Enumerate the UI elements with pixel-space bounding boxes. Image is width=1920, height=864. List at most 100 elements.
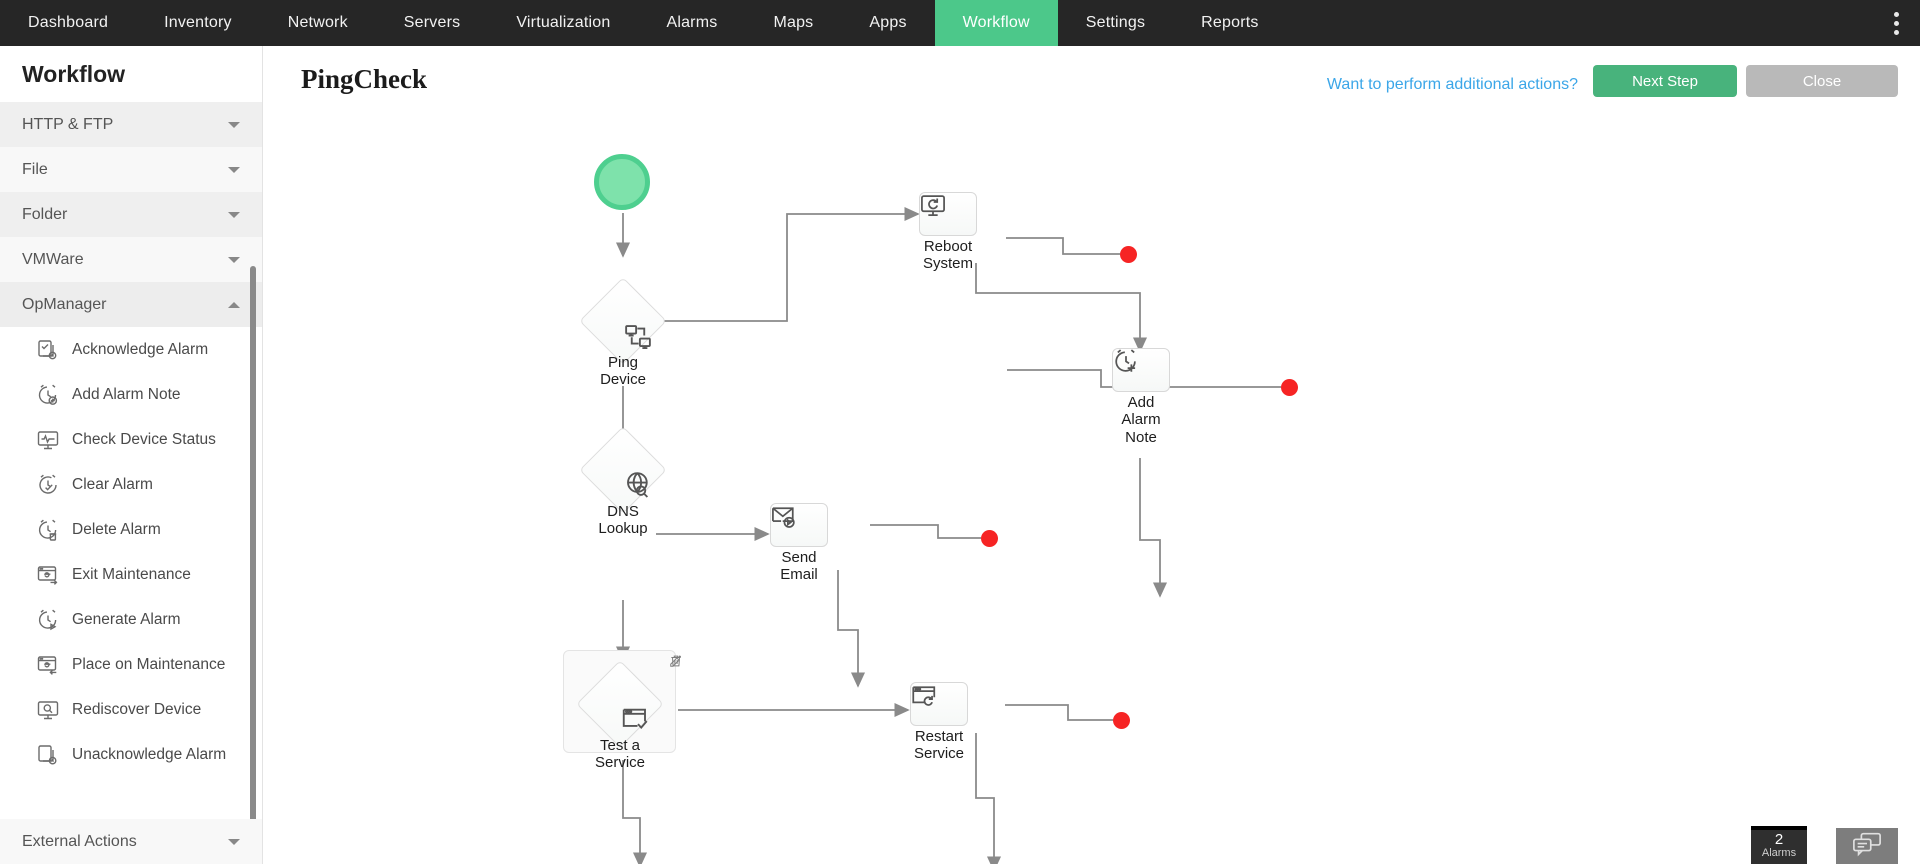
sidebar-item-acknowledge-alarm[interactable]: Acknowledge Alarm: [0, 327, 262, 372]
acknowledge-alarm-icon: [36, 338, 60, 362]
nav-item-network[interactable]: Network: [287, 14, 348, 31]
page-header: PingCheck Want to perform additional act…: [263, 46, 1920, 108]
chevron-up-icon: [228, 301, 240, 308]
sidebar-item-place-on-maintenance[interactable]: Place on Maintenance: [0, 642, 262, 687]
place-on-maintenance-icon: [36, 653, 60, 677]
sidebar-item-label: Unacknowledge Alarm: [72, 745, 227, 763]
sidebar-item-clear-alarm[interactable]: Clear Alarm: [0, 462, 262, 507]
workflow-start-node[interactable]: [594, 154, 650, 210]
additional-actions-link[interactable]: Want to perform additional actions?: [1326, 76, 1578, 93]
sidebar-scrollbar-thumb[interactable]: [250, 266, 256, 864]
sidebar-item-label: Generate Alarm: [72, 610, 181, 628]
sidebar-item-label: Rediscover Device: [72, 700, 202, 718]
sidebar-title: Workflow: [22, 60, 126, 87]
node-label: Ping Device: [600, 354, 646, 389]
alarm-count: 2: [1774, 831, 1784, 848]
dns-lookup-shape[interactable]: [579, 426, 667, 514]
alarm-label: Alarms: [1761, 847, 1797, 859]
start-circle-icon[interactable]: [594, 154, 650, 210]
nav-item-maps[interactable]: Maps: [773, 14, 814, 31]
page-title: PingCheck: [301, 64, 428, 94]
sidebar-item-check-device-status[interactable]: Check Device Status: [0, 417, 262, 462]
chevron-down-icon: [228, 166, 240, 173]
sidebar-bottom-section: External Actions: [0, 819, 262, 864]
workflow-end-dot[interactable]: [1281, 379, 1298, 396]
node-label: Test a Service: [594, 737, 646, 772]
workflow-end-dot[interactable]: [1120, 246, 1137, 263]
generate-alarm-icon: [36, 608, 60, 632]
node-label: Restart Service: [913, 728, 965, 763]
workflow-node-ping-device[interactable]: Ping Device: [579, 277, 667, 388]
workflow-node-reboot-system[interactable]: Reboot System: [919, 192, 977, 272]
node-label: Send Email: [780, 549, 818, 584]
workflow-node-send-email[interactable]: Send Email: [770, 503, 828, 583]
next-step-button[interactable]: Next Step: [1593, 65, 1737, 97]
check-device-status-icon: [36, 428, 60, 452]
delete-node-icon[interactable]: [669, 654, 683, 668]
sidebar-group-folder[interactable]: Folder: [0, 192, 262, 237]
sidebar-item-label: Acknowledge Alarm: [72, 340, 209, 358]
sidebar-group-label: Folder: [22, 205, 68, 223]
chat-icon: [1852, 831, 1882, 862]
add-alarm-note-icon: [36, 383, 60, 407]
nav-item-apps[interactable]: Apps: [869, 14, 907, 31]
sidebar-item-label: Delete Alarm: [72, 520, 161, 538]
nav-item-reports[interactable]: Reports: [1201, 14, 1259, 31]
sidebar-item-generate-alarm[interactable]: Generate Alarm: [0, 597, 262, 642]
node-label: Add Alarm Note: [1121, 394, 1161, 446]
exit-maintenance-icon: [36, 563, 60, 587]
reboot-system-shape[interactable]: [919, 192, 977, 236]
sidebar-item-add-alarm-note[interactable]: Add Alarm Note: [0, 372, 262, 417]
add-alarm-note-shape[interactable]: [1112, 348, 1170, 392]
ping-device-shape[interactable]: [579, 277, 667, 365]
main-content: PingCheck Want to perform additional act…: [263, 46, 1920, 864]
clear-alarm-icon: [36, 473, 60, 497]
nav-item-servers[interactable]: Servers: [403, 14, 461, 31]
nav-item-settings[interactable]: Settings: [1085, 14, 1146, 31]
vertical-dots-icon[interactable]: [1872, 0, 1920, 46]
sidebar-group-label: External Actions: [22, 832, 137, 850]
node-label: Reboot System: [922, 238, 973, 273]
nav-item-workflow[interactable]: Workflow: [934, 0, 1058, 46]
workflow-end-dot[interactable]: [1113, 712, 1130, 729]
workflow-node-add-alarm-note[interactable]: Add Alarm Note: [1112, 348, 1170, 446]
sidebar-group-http-ftp[interactable]: HTTP & FTP: [0, 102, 262, 147]
nav-item-alarms[interactable]: Alarms: [666, 14, 718, 31]
sidebar-group-label: HTTP & FTP: [22, 115, 114, 133]
sidebar-group-vmware[interactable]: VMWare: [0, 237, 262, 282]
nav-item-dashboard[interactable]: Dashboard: [28, 14, 109, 31]
sidebar-item-label: Exit Maintenance: [72, 565, 191, 583]
workflow-node-restart-service[interactable]: Restart Service: [910, 682, 968, 762]
sidebar-group-opmanager[interactable]: OpManager: [0, 282, 262, 327]
unacknowledge-alarm-icon: [36, 743, 60, 767]
restart-service-shape[interactable]: [910, 682, 968, 726]
delete-alarm-icon: [36, 518, 60, 542]
chat-widget[interactable]: [1836, 828, 1898, 864]
close-button[interactable]: Close: [1746, 65, 1898, 97]
send-email-shape[interactable]: [770, 503, 828, 547]
rediscover-device-icon: [36, 698, 60, 722]
workflow-node-test-a-service[interactable]: Test a Service: [576, 660, 664, 771]
test-a-service-shape[interactable]: [576, 660, 664, 748]
sidebar-item-unacknowledge-alarm[interactable]: Unacknowledge Alarm: [0, 732, 262, 777]
sidebar-group-external-actions[interactable]: External Actions: [0, 819, 262, 864]
top-navigation-bar: Dashboard Inventory Network Servers Virt…: [0, 0, 1920, 46]
nav-item-inventory[interactable]: Inventory: [164, 14, 232, 31]
workflow-connectors: [615, 206, 1281, 864]
nav-item-virtualization[interactable]: Virtualization: [516, 14, 611, 31]
sidebar-item-label: Clear Alarm: [72, 475, 153, 493]
sidebar-item-delete-alarm[interactable]: Delete Alarm: [0, 507, 262, 552]
alarm-count-badge[interactable]: 2 Alarms: [1751, 826, 1807, 864]
chevron-down-icon: [228, 211, 240, 218]
sidebar-group-file[interactable]: File: [0, 147, 262, 192]
workflow-node-dns-lookup[interactable]: DNS Lookup: [579, 426, 667, 537]
workflow-canvas[interactable]: Ping Device Reboot System: [263, 108, 1920, 864]
sidebar-item-rediscover-device[interactable]: Rediscover Device: [0, 687, 262, 732]
workflow-end-dot[interactable]: [981, 530, 998, 547]
node-label: DNS Lookup: [598, 503, 648, 538]
sidebar-item-exit-maintenance[interactable]: Exit Maintenance: [0, 552, 262, 597]
sidebar-group-label: File: [22, 160, 48, 178]
sidebar: Workflow HTTP & FTP File Folder VMWare O…: [0, 46, 263, 864]
chevron-down-icon: [228, 121, 240, 128]
chevron-down-icon: [228, 256, 240, 263]
